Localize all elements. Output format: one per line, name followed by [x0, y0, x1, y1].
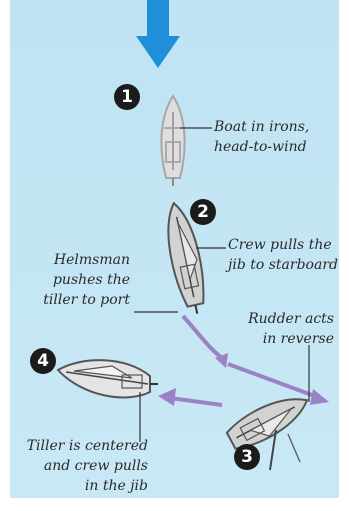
path-arrow-long-head: [310, 389, 329, 405]
step-4-badge: 4: [30, 348, 56, 374]
step-4-caption: Tiller is centered and crew pulls in the…: [20, 436, 148, 496]
boat-1: [161, 96, 184, 186]
boat-3-sheet: [288, 434, 300, 462]
path-arrow-long: [228, 364, 320, 398]
step-2-badge: 2: [190, 199, 216, 225]
step-3-caption: Rudder acts in reverse: [222, 309, 334, 349]
step-2-crew-caption: Crew pulls the jib to starboard: [228, 235, 338, 275]
boat-3: [224, 387, 314, 454]
step-1-badge: 1: [114, 84, 140, 110]
boat-4: [58, 360, 158, 397]
step-1-caption: Boat in irons, head-to-wind: [214, 117, 309, 157]
path-arrow-3-to-4: [170, 398, 222, 405]
wind-arrow-icon: [136, 0, 180, 68]
path-arrow-2-to-3: [183, 316, 226, 361]
step-3-badge: 3: [234, 444, 260, 470]
path-arrow-3-to-4-head: [158, 388, 176, 406]
step-2-helmsman-caption: Helmsman pushes the tiller to port: [30, 250, 130, 310]
